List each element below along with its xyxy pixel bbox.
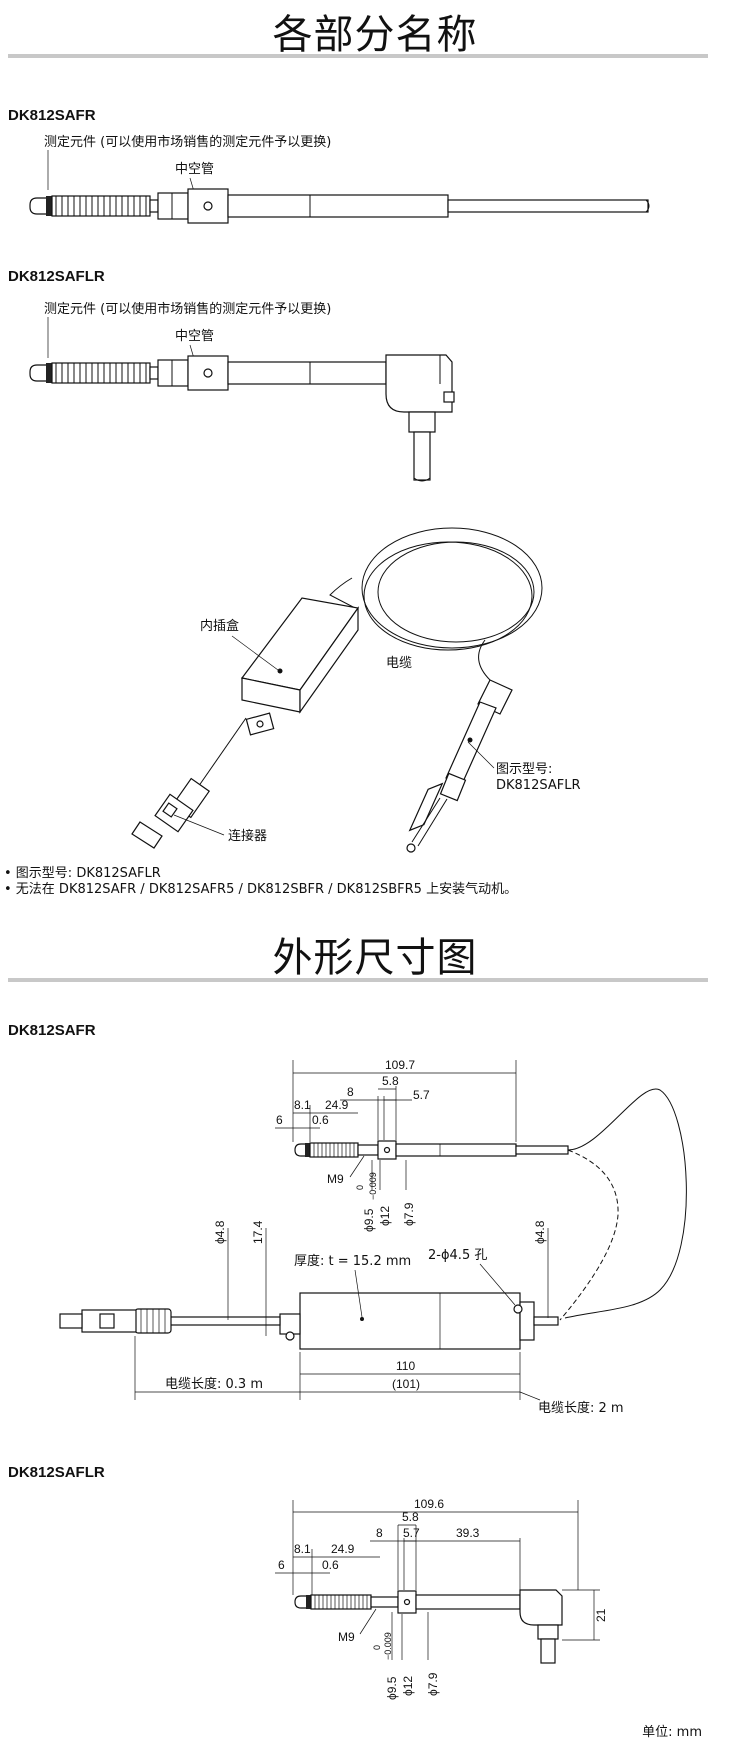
dim-total-length: 109.7 <box>385 1058 415 1072</box>
dim2-39-3: 39.3 <box>456 1526 480 1540</box>
dim-101: (101) <box>392 1377 420 1391</box>
dim-5-7: 5.7 <box>413 1088 430 1102</box>
dim-0-6: 0.6 <box>312 1113 329 1127</box>
note-shown-model: • 图示型号: DK812SAFLR <box>4 866 161 881</box>
dims-section-title: 外形尺寸图 <box>272 935 478 981</box>
parts-section-title: 各部分名称 <box>272 12 478 58</box>
dim2-tol: −0.009 <box>383 1632 393 1660</box>
dim-phi-9-5: ϕ9.5 <box>362 1208 376 1232</box>
dim-tol-0: 0 <box>355 1185 365 1190</box>
contact-element-label: 测定元件 (可以使用市场销售的测定元件予以更换) <box>44 134 331 150</box>
dim-phi-4-8-left: ϕ4.8 <box>213 1220 227 1244</box>
title-divider-2 <box>8 978 708 982</box>
dim2-phi-7-9: ϕ7.9 <box>426 1672 440 1696</box>
dim-thickness: 厚度: t = 15.2 mm <box>294 1253 411 1269</box>
shown-model-label: 图示型号: <box>496 762 552 777</box>
connector-label: 连接器 <box>228 828 267 844</box>
dim-6: 6 <box>276 1113 283 1127</box>
dim2-5-7: 5.7 <box>403 1526 420 1540</box>
dim-tol: −0.009 <box>368 1172 378 1200</box>
dim-cable-short: 电缆长度: 0.3 m <box>165 1376 263 1392</box>
dim2-24-9: 24.9 <box>331 1542 355 1556</box>
dim-8: 8 <box>347 1085 354 1099</box>
title-divider <box>8 54 708 58</box>
model-label-safr: DK812SAFR <box>8 107 96 124</box>
hollow-tube-label-2: 中空管 <box>175 329 214 344</box>
dim-8-1: 8.1 <box>294 1098 311 1112</box>
dim2-8-1: 8.1 <box>294 1542 311 1556</box>
note-air-cylinder: • 无法在 DK812SAFR / DK812SAFR5 / DK812SBFR… <box>4 882 518 897</box>
dim2-5-8: 5.8 <box>402 1510 419 1524</box>
contact-element-label-2: 测定元件 (可以使用市场销售的测定元件予以更换) <box>44 301 331 317</box>
dim-holes: 2-ϕ4.5 孔 <box>428 1248 487 1263</box>
model-label-saflr: DK812SAFLR <box>8 268 105 285</box>
dim2-tol-0: 0 <box>372 1645 382 1650</box>
cable-label: 电缆 <box>386 655 412 671</box>
dim2-phi-12: ϕ12 <box>401 1676 415 1696</box>
hollow-tube-label: 中空管 <box>175 162 214 177</box>
safr-probe-drawing: 测定元件 (可以使用市场销售的测定元件予以更换) 中空管 <box>29 134 650 224</box>
dim2-m9: M9 <box>338 1630 355 1644</box>
dim2-phi-9-5: ϕ9.5 <box>385 1676 399 1700</box>
dim-24-9: 24.9 <box>325 1098 349 1112</box>
dim-5-8: 5.8 <box>382 1074 399 1088</box>
dim2-6: 6 <box>278 1558 285 1572</box>
dim-17-4: 17.4 <box>251 1220 265 1244</box>
dim-phi-7-9: ϕ7.9 <box>402 1202 416 1226</box>
system-overview-drawing: 内插盒 连接器 电缆 图示型号: DK812SAFLR <box>131 527 581 853</box>
shown-model-value: DK812SAFLR <box>496 778 581 793</box>
dim-model-label-saflr: DK812SAFLR <box>8 1464 105 1481</box>
dim-phi-12: ϕ12 <box>378 1206 392 1226</box>
dim2-total-length: 109.6 <box>414 1497 444 1511</box>
dim-phi-4-8-right: ϕ4.8 <box>533 1220 547 1244</box>
saflr-dimension-drawing: 109.6 5.8 8 5.7 39.3 8.1 24.9 6 0.6 21 M… <box>275 1497 608 1700</box>
interpolation-box-label: 内插盒 <box>200 618 239 634</box>
unit-label: 单位: mm <box>642 1725 702 1740</box>
dim2-21: 21 <box>594 1608 608 1622</box>
dim2-0-6: 0.6 <box>322 1558 339 1572</box>
dim2-8: 8 <box>376 1526 383 1540</box>
dim-110: 110 <box>396 1359 415 1373</box>
dim-m9: M9 <box>327 1172 344 1186</box>
dim-model-label-safr: DK812SAFR <box>8 1022 96 1039</box>
safr-dimension-drawing: 109.7 8 5.8 5.7 8.1 24.9 6 0.6 M9 ϕ9.5 0… <box>59 1058 687 1416</box>
saflr-probe-drawing: 测定元件 (可以使用市场销售的测定元件予以更换) 中空管 <box>29 301 455 482</box>
dim-cable-long: 电缆长度: 2 m <box>538 1400 624 1416</box>
